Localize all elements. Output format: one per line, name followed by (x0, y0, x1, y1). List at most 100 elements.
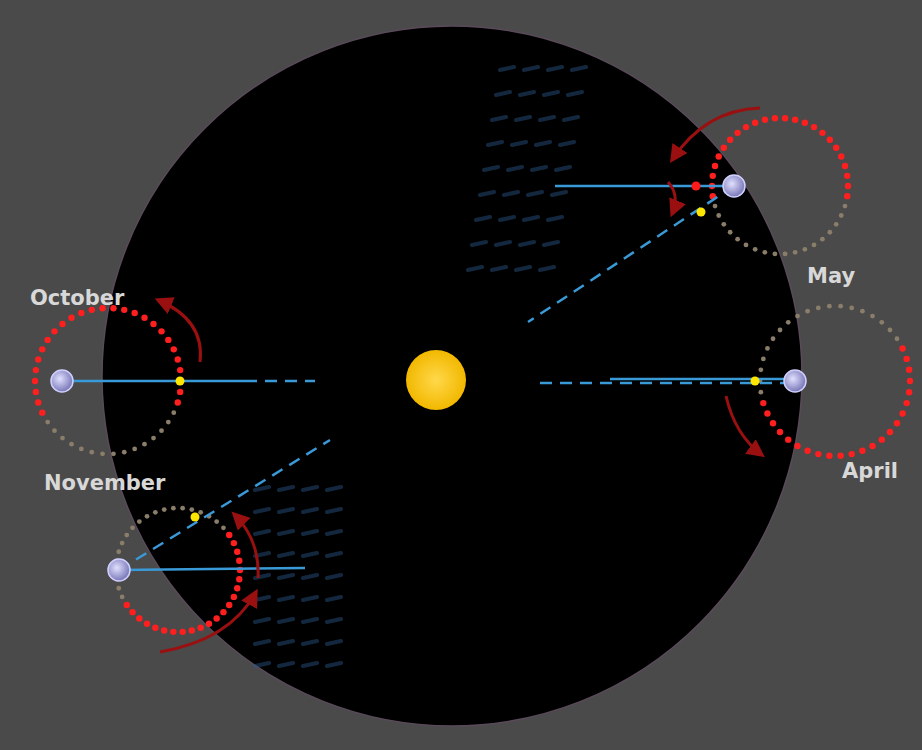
orbit-dot (795, 314, 800, 319)
orbit-dot (770, 420, 776, 426)
texture-dash (552, 192, 566, 195)
texture-dash (255, 487, 269, 490)
orbit-dot (60, 436, 65, 441)
orbit-dot (120, 541, 125, 546)
texture-dash (500, 217, 514, 220)
motion-arrows (158, 108, 762, 652)
sight-lines (62, 186, 795, 570)
orbit-dot (805, 309, 810, 314)
texture-dash (472, 242, 486, 245)
orbit-dot (716, 153, 722, 159)
orbit-dot (879, 436, 885, 442)
orbit-dot (838, 153, 844, 159)
orbit-dot (45, 420, 50, 425)
orbit-dot (111, 451, 116, 456)
texture-dash (255, 597, 269, 600)
orbit-dot (743, 124, 749, 130)
orbit-dot (145, 514, 150, 519)
orbit-dot (842, 163, 848, 169)
orbit-dot (236, 576, 242, 582)
texture-dash (279, 597, 293, 600)
orbit-dot (870, 314, 875, 319)
orbit-dot (888, 328, 893, 333)
texture-dash (255, 509, 269, 512)
orbit-dot (845, 183, 851, 189)
orbit-dot (762, 250, 767, 255)
orbit-dot (132, 447, 137, 452)
texture-dash (572, 67, 586, 70)
orbit-dot (907, 378, 913, 384)
orbit-dot (161, 627, 167, 633)
orbit-dot (906, 389, 912, 395)
orbit-dot (895, 336, 900, 341)
texture-dash (255, 619, 269, 622)
orbit-dot (899, 410, 905, 416)
orbit-dot (744, 242, 749, 247)
orbit-dot (234, 549, 240, 555)
texture-dash (560, 142, 574, 145)
orbit-dot (777, 429, 783, 435)
texture-dash (544, 92, 558, 95)
orbit-dot (859, 448, 865, 454)
texture-dash (516, 267, 530, 270)
sky-texture (255, 67, 586, 666)
orbit-dot (783, 251, 788, 256)
texture-dash (496, 92, 510, 95)
orbit-dot (760, 400, 766, 406)
orbit-dot (236, 558, 242, 564)
orbit-dot (189, 507, 194, 512)
texture-dash (303, 619, 317, 622)
orbit-dot (794, 443, 800, 449)
texture-dash (327, 619, 341, 622)
texture-dash (303, 663, 317, 666)
orbit-dot (804, 448, 810, 454)
texture-dash (255, 663, 269, 666)
orbit-dot (906, 367, 912, 373)
texture-dash (476, 217, 490, 220)
texture-dash (564, 117, 578, 120)
orbit-dot (171, 506, 176, 511)
texture-dash (279, 531, 293, 534)
orbit-dot (158, 328, 164, 334)
orbit-dot (150, 321, 156, 327)
moon-orbit-dots (32, 115, 913, 635)
orbit-dot (712, 163, 718, 169)
orbit-dot (69, 442, 74, 447)
texture-dash (327, 575, 341, 578)
orbit-dot (152, 625, 158, 631)
orbit-dot (206, 620, 212, 626)
orbit-dot (52, 428, 57, 433)
orbit-dot (773, 251, 778, 256)
texture-dash (504, 192, 518, 195)
orbit-dot (785, 436, 791, 442)
orbit-dot (226, 532, 232, 538)
orbit-dot (226, 602, 232, 608)
orbit-dot (171, 346, 177, 352)
orbit-dot (721, 144, 727, 150)
orbit-dot (175, 399, 181, 405)
orbit-dot (33, 389, 39, 395)
orbit-dot (815, 451, 821, 457)
orbit-dot (231, 594, 237, 600)
orbit-dot (734, 130, 740, 136)
texture-dash (279, 641, 293, 644)
texture-dash (303, 597, 317, 600)
month-label: November (44, 473, 165, 494)
texture-dash (540, 117, 554, 120)
orbit-dot (721, 222, 726, 227)
texture-dash (303, 509, 317, 512)
orbit-dot (234, 585, 240, 591)
texture-dash (303, 575, 317, 578)
orbit-dot (728, 230, 733, 235)
orbit-dot (153, 510, 158, 515)
orbit-dot (137, 519, 142, 524)
orbit-dot (735, 237, 740, 242)
texture-dash (468, 267, 482, 270)
texture-dash (548, 67, 562, 70)
orbit-dot (198, 510, 203, 515)
orbit-dot (124, 602, 130, 608)
texture-dash (532, 167, 546, 170)
orbit-dot (175, 356, 181, 362)
orbit-dot (826, 453, 832, 459)
